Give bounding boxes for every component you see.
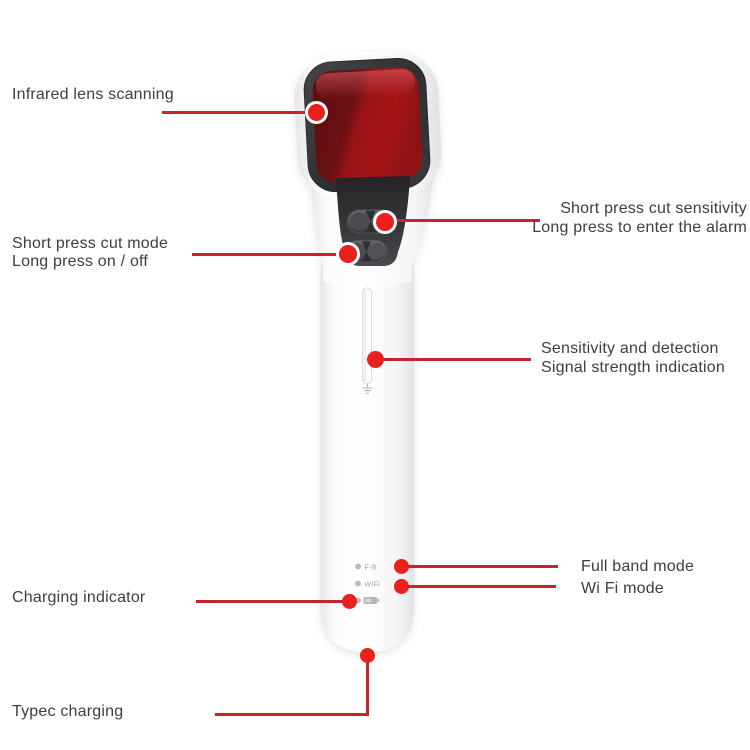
label-line: Charging indicator xyxy=(12,589,146,606)
sensitivity-slider-groove xyxy=(362,287,372,385)
leader-line-signal xyxy=(380,358,531,361)
label-typec-charging: Typec charging xyxy=(12,703,123,722)
device-head xyxy=(303,57,431,193)
label-short-press-cut-mode: Short press cut mode Long press on / off xyxy=(12,235,168,272)
label-wifi-mode: Wi Fi mode xyxy=(581,580,664,599)
label-line: Short press cut sensitivity xyxy=(560,200,747,217)
callout-dot-infrared-lens xyxy=(307,103,325,121)
lens-highlight xyxy=(315,69,415,100)
signal-strength-icon xyxy=(361,383,374,394)
leader-line-wifi-mode xyxy=(408,585,556,588)
label-line: Infrared lens scanning xyxy=(12,86,174,103)
callout-dot-full-band-led xyxy=(393,559,409,574)
leader-line-infrared xyxy=(162,110,311,114)
leader-line-typec-vertical xyxy=(366,655,369,716)
label-infrared-lens-scanning: Infrared lens scanning xyxy=(12,86,174,105)
label-line: Short press cut mode xyxy=(12,234,169,252)
callout-dot-typec-port xyxy=(360,647,375,663)
leader-line-typec-horizontal xyxy=(215,713,369,716)
callout-dot-signal-groove xyxy=(367,350,384,368)
led-dot-wifi xyxy=(355,580,361,587)
label-line: Typec charging xyxy=(12,703,124,720)
callout-dot-charging-led xyxy=(342,593,357,609)
callout-dot-mode-button xyxy=(338,245,357,263)
leader-line-cut-mode xyxy=(192,253,344,256)
leader-line-full-band xyxy=(408,565,558,568)
device-handle-body xyxy=(320,258,414,652)
label-line: Long press on / off xyxy=(12,253,149,270)
label-line: Wi Fi mode xyxy=(581,580,664,597)
callout-dot-sensitivity-button xyxy=(376,212,394,231)
device-label-wifi: WiFi xyxy=(365,581,381,588)
label-sensitivity-and-detection: Sensitivity and detection Signal strengt… xyxy=(541,340,725,377)
label-full-band-mode: Full band mode xyxy=(581,558,694,577)
led-dot-full-band xyxy=(355,563,361,570)
label-short-press-cut-sensitivity: Short press cut sensitivity Long press t… xyxy=(532,200,747,237)
device-label-full-band: F-B xyxy=(365,564,377,571)
label-charging-indicator: Charging indicator xyxy=(12,589,145,608)
leader-line-cut-sensitivity xyxy=(390,219,540,222)
label-line: Signal strength indication xyxy=(541,358,725,376)
leader-line-charging xyxy=(196,599,345,603)
label-line: Full band mode xyxy=(581,558,695,575)
label-line: Long press to enter the alarm xyxy=(532,218,747,236)
battery-icon xyxy=(363,597,380,604)
callout-dot-wifi-led xyxy=(393,578,409,594)
label-line: Sensitivity and detection xyxy=(541,340,719,357)
